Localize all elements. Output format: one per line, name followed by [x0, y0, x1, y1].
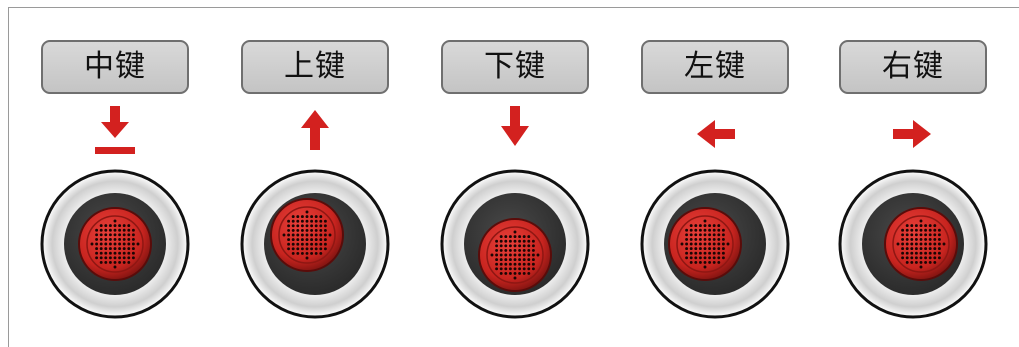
key-label-right: 右键 — [839, 40, 987, 94]
arrow-right-icon — [883, 104, 943, 160]
key-label-left: 左键 — [641, 40, 789, 94]
arrow-left-icon — [685, 104, 745, 160]
joystick-button-press[interactable] — [39, 168, 191, 320]
key-left: 左键 — [630, 0, 800, 340]
arrow-up-icon — [285, 104, 345, 160]
arrow-down-bar-icon — [85, 104, 145, 160]
key-press: 中键 — [30, 0, 200, 340]
joystick-button-up[interactable] — [239, 168, 391, 320]
joystick-button-down[interactable] — [439, 168, 591, 320]
joystick-button-right[interactable] — [837, 168, 989, 320]
key-label-press: 中键 — [41, 40, 189, 94]
key-down: 下键 — [430, 0, 600, 340]
key-up: 上键 — [230, 0, 400, 340]
key-label-down: 下键 — [441, 40, 589, 94]
key-label-up: 上键 — [241, 40, 389, 94]
panel-frame — [8, 7, 1019, 347]
key-right: 右键 — [828, 0, 998, 340]
joystick-button-left[interactable] — [639, 168, 791, 320]
arrow-down-icon — [485, 104, 545, 160]
